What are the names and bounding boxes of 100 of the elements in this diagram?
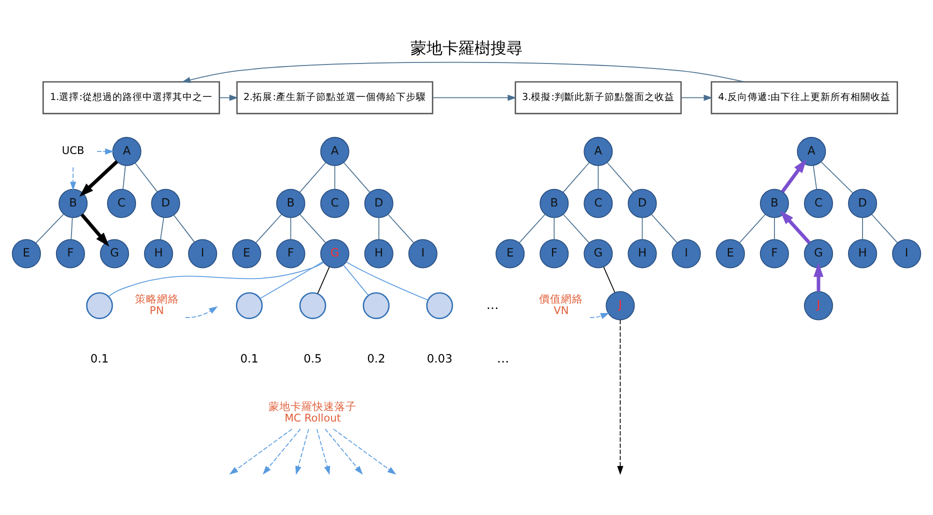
connector [299, 214, 326, 244]
arrow [229, 428, 292, 475]
node-circle: I [672, 239, 701, 268]
diagram-title: 蒙地卡羅樹搜尋 [410, 38, 522, 58]
connector [134, 162, 158, 192]
connector [173, 214, 195, 243]
node-circle: I [408, 239, 438, 268]
arrow [590, 312, 610, 319]
node-text: UCB [62, 145, 84, 158]
connector [317, 266, 330, 294]
node-circle: E [12, 239, 41, 268]
node-box: 2.拓展:產生新子節點並選一個傳給下步驟 [236, 81, 434, 114]
node-circle: G [584, 239, 613, 268]
node-text: 蒙地卡羅快速落子 MC Rollout [268, 401, 357, 425]
node-circle: I [892, 239, 922, 268]
node-circle: H [364, 239, 394, 268]
node-circle: H [848, 239, 878, 268]
node-circle: A [320, 136, 350, 166]
node-circle: I [188, 239, 218, 268]
arrow [182, 62, 744, 83]
node-text: 價值網絡 VN [539, 294, 584, 318]
node-circle: B [276, 188, 306, 218]
node-circle: H [628, 239, 657, 268]
arrow [295, 428, 310, 475]
connector [871, 214, 898, 244]
connector [70, 217, 73, 240]
arrow [324, 428, 363, 475]
node-label: 0.2 [367, 351, 386, 366]
arrow [96, 148, 114, 155]
connector [388, 214, 414, 244]
node-circle: G [804, 239, 834, 268]
node-circle: F [276, 239, 306, 268]
arrow [316, 428, 330, 475]
connector [820, 161, 854, 194]
connector [562, 214, 590, 244]
node-circle: A [796, 136, 826, 166]
node-circle: E [232, 239, 262, 268]
node-label: 0.5 [304, 351, 322, 366]
connector [160, 217, 164, 240]
connector [299, 162, 326, 193]
arrow [219, 94, 238, 101]
connector [518, 214, 546, 244]
connector [255, 214, 282, 244]
node-circle: C [107, 188, 136, 218]
node-circle: E [496, 239, 525, 268]
node-box: 4.反向傳遞:由下往上更新所有相關收益 [710, 81, 898, 114]
arrow [617, 320, 624, 475]
node-label: 0.1 [90, 351, 109, 366]
connector [642, 217, 643, 240]
connector [739, 214, 766, 244]
connector [562, 162, 590, 193]
connector [346, 261, 428, 300]
node-circle: F [540, 239, 569, 268]
node-text: 策略網絡 PN [134, 294, 179, 318]
node-circle: D [628, 188, 657, 218]
node-label: 0.03 [426, 351, 452, 366]
connector [862, 217, 863, 240]
node-circle: D [151, 188, 180, 218]
node-circle [299, 292, 326, 320]
node-circle [86, 292, 113, 320]
connector [378, 217, 380, 240]
node-circle: B [58, 188, 88, 218]
label: … [486, 298, 499, 312]
node-circle [236, 292, 263, 320]
connector [334, 165, 336, 190]
arrow [185, 306, 218, 318]
connector [260, 261, 324, 299]
connector [554, 217, 555, 240]
node-circle: F [760, 239, 789, 268]
node-circle [362, 292, 390, 320]
node-circle: C [804, 188, 834, 218]
connector [342, 264, 369, 296]
connector [122, 165, 126, 190]
connector [343, 162, 370, 193]
node-label: 0.1 [240, 351, 258, 366]
arrow [80, 213, 110, 247]
node-circle: C [320, 188, 350, 218]
arrow [70, 166, 76, 191]
connector [812, 165, 818, 190]
arrow [262, 428, 301, 475]
connector [35, 214, 64, 244]
connector [598, 165, 599, 190]
node-circle: J [804, 291, 834, 320]
node-circle: B [760, 188, 789, 218]
connector [650, 214, 678, 244]
arrow [333, 428, 396, 475]
arrow [814, 262, 824, 292]
label: … [496, 352, 510, 366]
node-box: 1.選擇:從想過的路徑中選擇其中之一 [42, 81, 220, 114]
arrow [780, 210, 811, 244]
connector [603, 266, 616, 293]
node-circle: G [320, 239, 350, 268]
connector [606, 162, 634, 193]
node-circle: H [144, 239, 174, 268]
node-circle: E [716, 239, 745, 268]
arrow [680, 94, 713, 101]
node-circle: A [584, 136, 613, 166]
connector [290, 217, 292, 240]
arrow [79, 160, 118, 197]
arrow [781, 158, 807, 193]
